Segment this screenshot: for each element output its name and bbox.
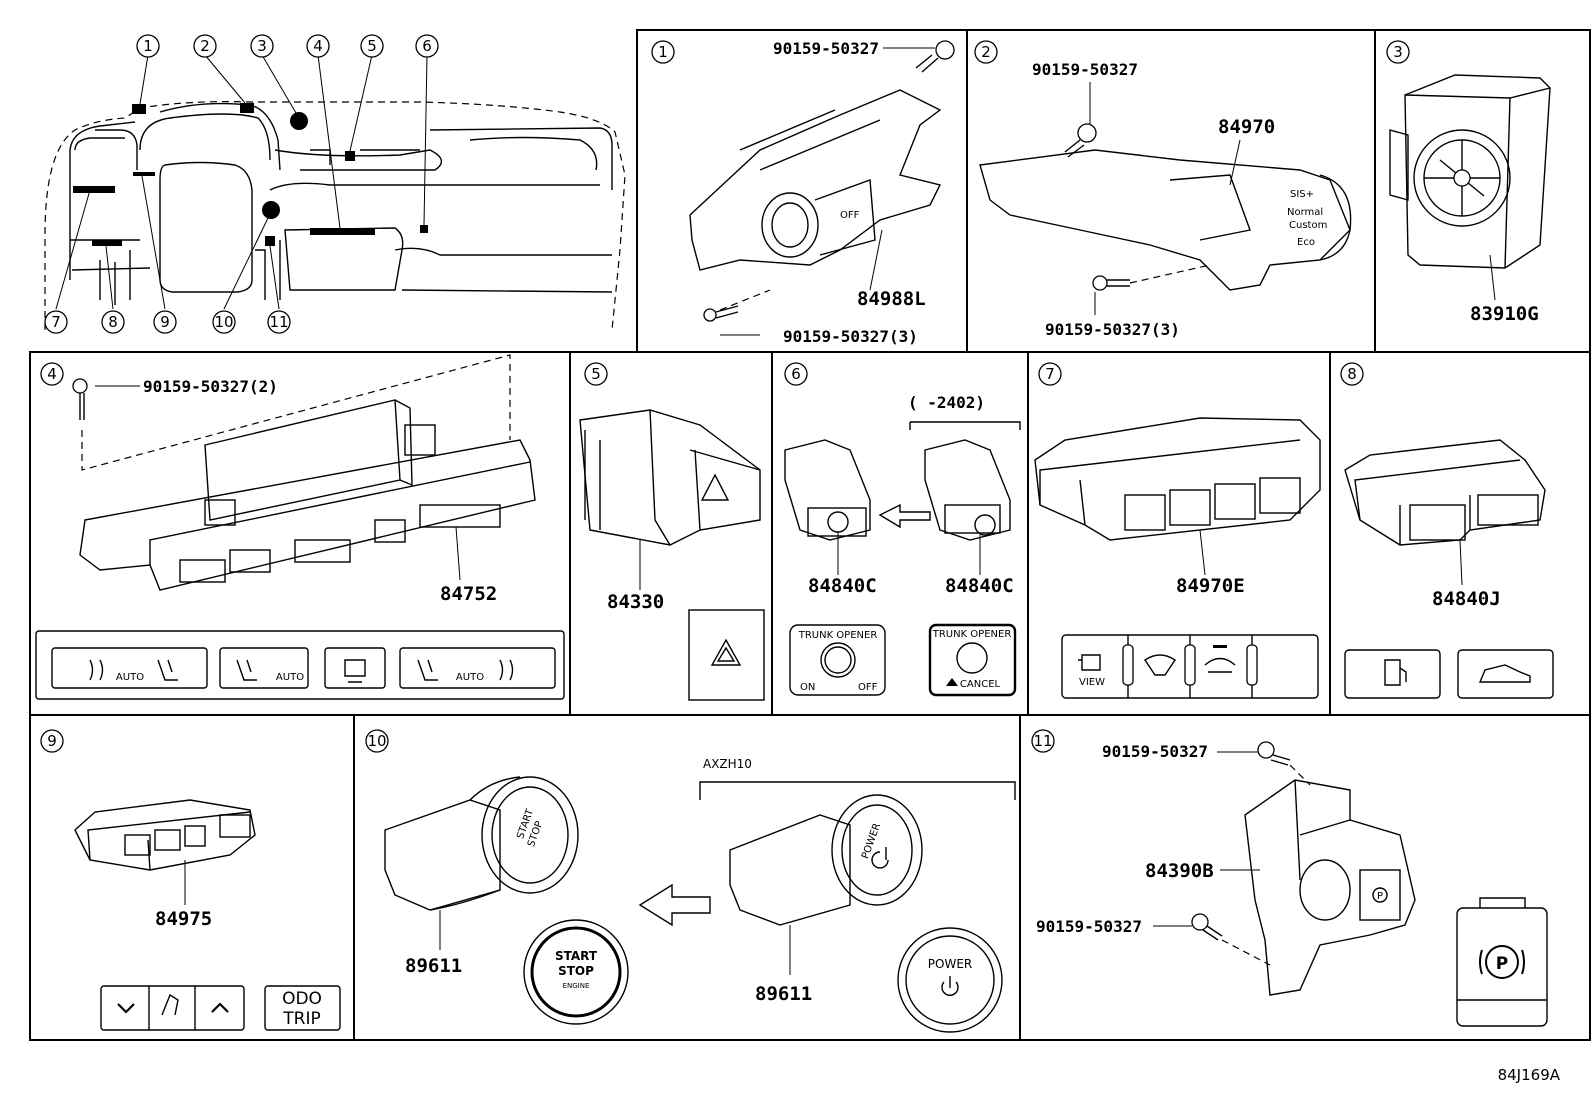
panel-10: 10 AXZH10 START STOP 89611 START STOP EN… (365, 729, 1016, 1033)
panel-7-index: 7 (1045, 365, 1055, 383)
panel-4-screw: 90159-50327(2) (143, 377, 278, 396)
callout-9: 9 (160, 313, 170, 331)
panel-9-index: 9 (47, 732, 57, 750)
panel-3-part-number: 83910G (1470, 303, 1539, 325)
panel-2-screw-top: 90159-50327 (1032, 60, 1138, 79)
panel-2: 2 90159-50327 SIS+ Normal Custom Eco 849… (974, 40, 1352, 339)
panel-10-part-left: 89611 (405, 955, 462, 977)
panel-2-part-number: 84970 (1218, 116, 1275, 138)
panel-9-trip: TRIP (282, 1009, 320, 1029)
panel-11: 11 90159-50327 P 84390B 90159-50327 P (1031, 729, 1548, 1027)
panel-1-knob-text: OFF (840, 210, 860, 221)
panel-1-index: 1 (658, 43, 668, 61)
panel-frames (29, 29, 1591, 1041)
panel-1-part-number: 84988L (857, 288, 926, 310)
panel-3: 3 83910G (1386, 40, 1551, 325)
panel-11-p-symbol: P (1496, 954, 1508, 974)
panel-8-part-number: 84840J (1432, 588, 1501, 610)
panel-6-part-left: 84840C (808, 575, 877, 597)
callout-11: 11 (269, 313, 288, 331)
panel-8-index: 8 (1347, 365, 1357, 383)
callout-6: 6 (422, 37, 432, 55)
panel-4-auto-3: AUTO (456, 672, 484, 683)
callout-3: 3 (257, 37, 267, 55)
panel-2-mode-1: SIS+ (1290, 189, 1314, 200)
panel-1-screw-bottom: 90159-50327(3) (783, 327, 918, 346)
panel-2-mode-4: Eco (1297, 237, 1315, 248)
panel-1: 1 90159-50327 OFF 90159-50327(3) 84988L (651, 39, 955, 346)
panel-8: 8 84840J (1340, 362, 1554, 699)
panel-7-view: VIEW (1079, 677, 1105, 688)
panel-6-cancel: CANCEL (960, 679, 1001, 690)
panel-4-index: 4 (47, 365, 57, 383)
panel-6-range: ( -2402) (908, 393, 985, 412)
panel-10-part-right: 89611 (755, 983, 812, 1005)
panel-11-screw-top: 90159-50327 (1102, 742, 1208, 761)
callout-5: 5 (367, 37, 377, 55)
panel-7: 7 84970E VIEW (1034, 362, 1321, 699)
panel-6-index: 6 (791, 365, 801, 383)
panel-4: 4 90159-50327(2) 84752 AUTO AUTO AUTO (35, 354, 565, 700)
callout-2: 2 (200, 37, 210, 55)
panel-6-opener-right: TRUNK OPENER (932, 629, 1012, 640)
panel-11-part-number: 84390B (1145, 860, 1214, 882)
panel-10-engine: ENGINE (563, 982, 590, 990)
panel-1-screw-top: 90159-50327 (773, 39, 879, 58)
panel-10-start: START (555, 949, 598, 963)
dashboard-overview: 1 2 3 4 5 6 7 8 9 10 11 (44, 34, 626, 334)
panel-11-index: 11 (1033, 732, 1052, 750)
seat-heater-icon (89, 659, 514, 683)
diagram-code: 84J169A (1498, 1066, 1561, 1084)
panel-10-model: AXZH10 (703, 757, 752, 771)
panel-2-mode-3: Custom (1289, 220, 1327, 231)
panel-2-mode-2: Normal (1287, 207, 1323, 218)
panel-6-part-right: 84840C (945, 575, 1014, 597)
callout-7: 7 (51, 313, 61, 331)
panel-10-power-iso: POWER (860, 822, 883, 861)
callout-10: 10 (214, 313, 233, 331)
panel-11-p-small: P (1377, 891, 1383, 902)
panel-6-on: ON (800, 682, 815, 693)
panel-5-part-number: 84330 (607, 591, 664, 613)
panel-10-index: 10 (367, 732, 386, 750)
panel-4-auto-2: AUTO (276, 672, 304, 683)
panel-9-part-number: 84975 (155, 908, 212, 930)
panel-2-screw-bottom: 90159-50327(3) (1045, 320, 1180, 339)
callout-1: 1 (143, 37, 153, 55)
panel-9-odo: ODO (282, 989, 322, 1009)
overview-callouts: 1 2 3 4 5 6 7 8 9 10 11 (44, 34, 439, 334)
panel-6-off: OFF (858, 682, 878, 693)
panel-5: 5 84330 (579, 362, 765, 701)
panel-10-power: POWER (928, 957, 972, 971)
panel-3-index: 3 (1393, 43, 1403, 61)
panel-5-index: 5 (591, 365, 601, 383)
callout-4: 4 (313, 37, 323, 55)
panel-11-screw-bottom: 90159-50327 (1036, 917, 1142, 936)
panel-2-index: 2 (981, 43, 991, 61)
panel-6-opener-left: TRUNK OPENER (798, 630, 878, 641)
panel-9: 9 84975 ODO TRIP (40, 729, 341, 1031)
callout-8: 8 (108, 313, 118, 331)
panel-4-auto-1: AUTO (116, 672, 144, 683)
panel-7-part-number: 84970E (1176, 575, 1245, 597)
panel-4-part-number: 84752 (440, 583, 497, 605)
panel-10-stop: STOP (558, 964, 594, 978)
panel-6: 6 ( -2402) 84840C 84840C TRUNK OPENER ON… (784, 362, 1021, 697)
